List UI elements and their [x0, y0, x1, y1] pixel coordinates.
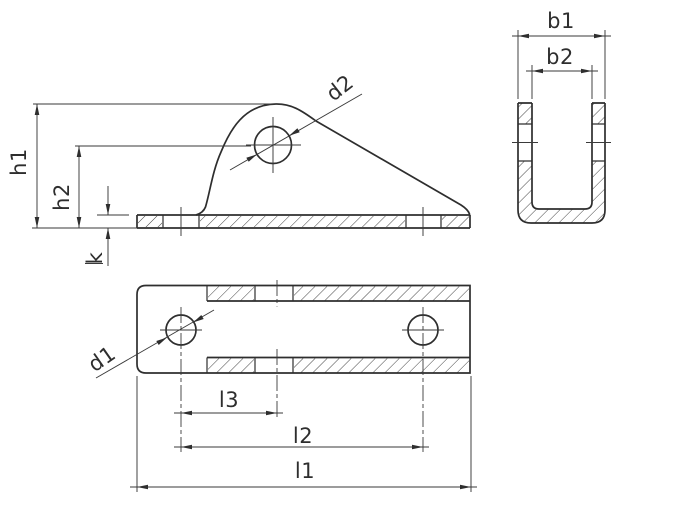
- dim-l2: l2: [174, 424, 429, 450]
- lug-profile: [195, 103, 471, 216]
- web-hole-edges: [162, 215, 442, 228]
- web-hatch-right: [442, 216, 469, 227]
- dim-b1: b1: [512, 9, 611, 99]
- dim-h2-label: h2: [50, 183, 74, 211]
- channel-inner-outline: [531, 103, 593, 210]
- end-section-view: b1 b2: [512, 9, 611, 224]
- web-hole-centerlines: [180, 207, 424, 236]
- dim-l3-label: l3: [219, 388, 239, 412]
- dim-h1-label: h1: [7, 148, 31, 176]
- web-end-edges: [136, 215, 471, 228]
- channel-outer-outline: [517, 103, 606, 224]
- dim-k-label: k: [83, 251, 107, 264]
- dim-b2-label: b2: [546, 45, 574, 69]
- dim-l1: l1: [130, 376, 477, 492]
- wall-hatch-upper-left: [518, 103, 532, 124]
- top-strip-hatch-2: [294, 286, 469, 301]
- plate-outline: [136, 284, 471, 374]
- dim-k: k: [83, 186, 129, 266]
- channel-hole-edges: [518, 123, 605, 162]
- bottom-strip-hatch-2: [294, 358, 469, 373]
- dim-l3: l3: [174, 388, 283, 416]
- dim-b2: b2: [526, 45, 598, 99]
- dim-b1-label: b1: [547, 9, 575, 33]
- wall-inner-edges: [207, 300, 470, 359]
- side-section-view: h1 h2 k d2: [7, 70, 471, 266]
- web-hatch-middle: [200, 216, 405, 227]
- dim-l1-label: l1: [295, 459, 315, 483]
- dim-l2-label: l2: [293, 424, 313, 448]
- wall-hole-edges: [254, 285, 294, 373]
- channel-hatch-lower: [518, 161, 605, 223]
- dim-h2: h2: [50, 145, 251, 228]
- web-hatch-left: [138, 216, 162, 227]
- dim-h1: h1: [7, 103, 283, 229]
- top-strip-hatch-1: [208, 286, 254, 301]
- bottom-strip-hatch-1: [208, 358, 254, 373]
- wall-hatch-upper-right: [591, 103, 605, 124]
